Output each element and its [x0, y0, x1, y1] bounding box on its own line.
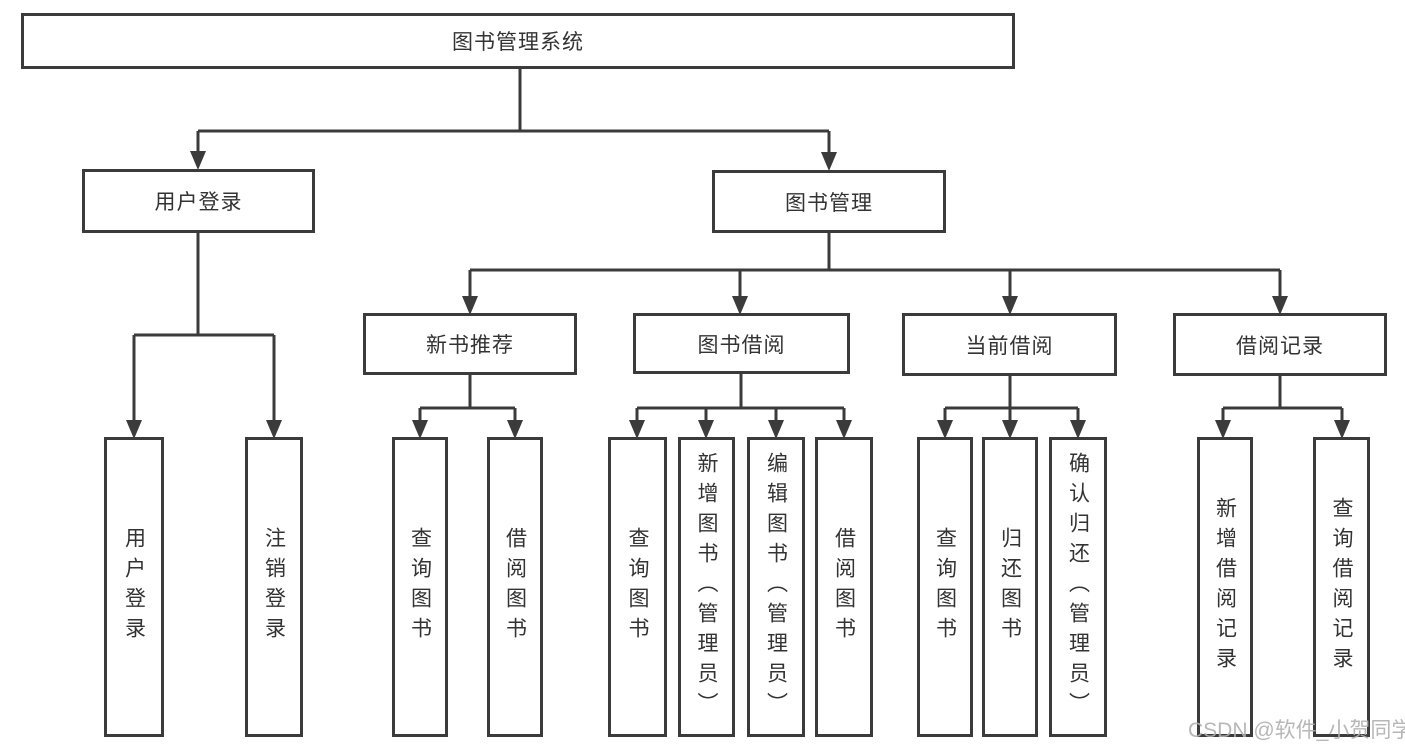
- leaf-bb-edit-books: 编辑图书（管理员）: [747, 437, 805, 737]
- leaf-bb-query-books-label: 查询图书: [626, 527, 649, 647]
- leaf-br-query-record: 查询借阅记录: [1313, 437, 1370, 737]
- leaf-cb-confirm-return: 确认归还（管理员）: [1049, 437, 1107, 737]
- node-borrow-records: 借阅记录: [1173, 313, 1387, 376]
- leaf-logout: 注销登录: [245, 437, 303, 737]
- node-book-mgmt-label: 图书管理: [785, 191, 873, 215]
- leaf-br-add-record: 新增借阅记录: [1197, 437, 1253, 737]
- node-root-label: 图书管理系统: [452, 31, 584, 54]
- leaf-nbr-borrow-books-label: 借阅图书: [503, 527, 527, 647]
- leaf-cb-query-books: 查询图书: [917, 437, 973, 737]
- node-user-login: 用户登录: [82, 169, 315, 233]
- leaf-user-login-label: 用户登录: [122, 527, 146, 647]
- leaf-bb-query-books: 查询图书: [608, 437, 667, 737]
- node-book-borrow-label: 图书借阅: [697, 333, 786, 357]
- node-new-book-rec-label: 新书推荐: [426, 334, 514, 357]
- leaf-nbr-query-books: 查询图书: [392, 437, 448, 737]
- leaf-bb-add-books-label: 新增图书（管理员）: [695, 452, 718, 722]
- leaf-logout-label: 注销登录: [262, 527, 286, 647]
- leaf-bb-edit-books-label: 编辑图书（管理员）: [764, 452, 788, 722]
- leaf-cb-return-books-label: 归还图书: [998, 527, 1022, 647]
- arrowheads: [126, 151, 1350, 439]
- leaf-bb-borrow-books: 借阅图书: [815, 437, 873, 737]
- leaf-nbr-query-books-label: 查询图书: [408, 527, 432, 647]
- leaf-cb-confirm-return-label: 确认归还（管理员）: [1066, 452, 1090, 722]
- node-book-borrow: 图书借阅: [633, 313, 850, 374]
- leaf-bb-add-books: 新增图书（管理员）: [678, 437, 735, 737]
- leaf-bb-borrow-books-label: 借阅图书: [832, 527, 856, 647]
- leaf-nbr-borrow-books: 借阅图书: [487, 437, 543, 737]
- node-current-borrow: 当前借阅: [902, 313, 1117, 376]
- leaf-br-query-record-label: 查询借阅记录: [1330, 497, 1353, 677]
- node-current-borrow-label: 当前借阅: [965, 334, 1054, 358]
- leaf-cb-return-books: 归还图书: [982, 437, 1038, 737]
- node-root: 图书管理系统: [21, 13, 1015, 69]
- node-borrow-records-label: 借阅记录: [1236, 334, 1324, 358]
- watermark: CSDN @软件_小贺同学: [1188, 719, 1405, 742]
- leaf-user-login: 用户登录: [104, 437, 164, 737]
- node-user-login-label: 用户登录: [154, 191, 243, 214]
- leaf-cb-query-books-label: 查询图书: [933, 527, 957, 647]
- node-book-mgmt: 图书管理: [712, 170, 946, 233]
- leaf-br-add-record-label: 新增借阅记录: [1213, 497, 1237, 677]
- node-new-book-rec: 新书推荐: [363, 313, 577, 375]
